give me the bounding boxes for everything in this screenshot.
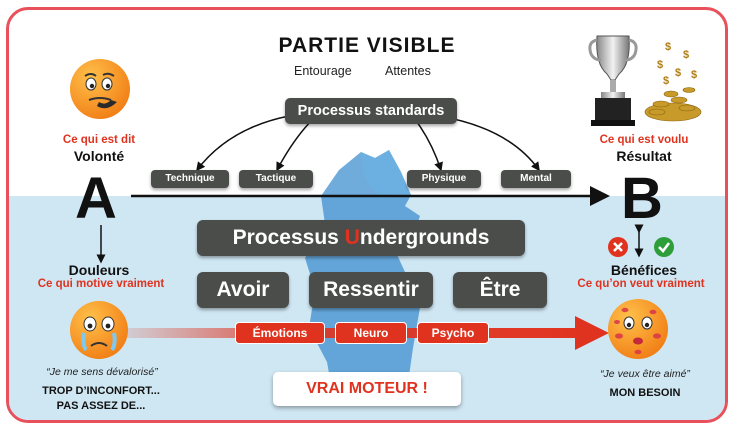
page-title: PARTIE VISIBLE — [278, 34, 456, 57]
motor-step-psycho: Psycho — [417, 322, 489, 344]
right-want-prefix: Ce qu’on veut — [577, 278, 657, 290]
cross-icon — [607, 236, 629, 263]
left-douleurs-label: Douleurs — [68, 262, 130, 278]
left-caps-line2: PAS ASSEZ DE... — [56, 400, 146, 412]
pillar-ressentir: Ressentir — [309, 272, 433, 308]
right-caps-line1: MON BESOIN — [609, 387, 681, 399]
face-kiss-icon — [605, 296, 671, 367]
right-benefices-label: Bénéfices — [610, 262, 678, 278]
svg-text:$: $ — [657, 59, 663, 71]
point-b-letter: B — [621, 166, 663, 231]
underground-letter: U — [344, 226, 360, 249]
category-technique: Technique — [151, 170, 229, 188]
diagram-frame: PARTIE VISIBLE Entourage Attentes Proces… — [6, 7, 728, 423]
right-wanted-label: Ce qui est voulu — [599, 134, 689, 146]
left-said-label: Ce qui est dit — [62, 134, 136, 146]
left-motive-label: Ce qui motive vraiment — [13, 278, 189, 290]
processus-standards-box: Processus standards — [285, 98, 457, 124]
processus-undergrounds-box: Processus Undergrounds — [197, 220, 525, 256]
motor-step-neuro: Neuro — [335, 322, 407, 344]
check-icon — [653, 236, 675, 263]
category-mental: Mental — [501, 170, 571, 188]
left-motive-emphasis: vraiment — [116, 278, 165, 290]
left-volonte-label: Volonté — [73, 148, 125, 164]
category-tactique: Tactique — [239, 170, 313, 188]
money-icon: $$$ $$$ — [643, 38, 703, 129]
underground-post: ndergrounds — [359, 226, 490, 249]
pillar-etre: Être — [453, 272, 547, 308]
right-resultat-label: Résultat — [616, 148, 672, 164]
category-physique: Physique — [407, 170, 481, 188]
left-quote: “Je me sens dévalorisé” — [46, 366, 158, 378]
svg-text:$: $ — [691, 69, 697, 81]
motor-step-emotions: Émotions — [235, 322, 325, 344]
left-motive-prefix: Ce qui motive — [37, 278, 117, 290]
point-a-letter: A — [75, 166, 117, 231]
right-quote: “Je veux être aimé” — [600, 368, 690, 380]
face-thinking-icon — [67, 56, 133, 127]
svg-text:$: $ — [675, 67, 681, 79]
subtitle-entourage: Entourage — [294, 64, 352, 78]
left-caps-line1: TROP D’INCONFORT... — [42, 385, 160, 397]
svg-text:$: $ — [663, 75, 669, 87]
subtitle-attentes: Attentes — [385, 64, 431, 78]
underground-pre: Processus — [232, 226, 345, 249]
svg-text:$: $ — [683, 49, 689, 61]
svg-text:$: $ — [665, 41, 671, 53]
right-want-label: Ce qu’on veut vraiment — [557, 278, 725, 290]
right-want-emphasis: vraiment — [656, 278, 705, 290]
pillar-avoir: Avoir — [197, 272, 289, 308]
vrai-moteur-label: VRAI MOTEUR ! — [273, 372, 461, 406]
face-crying-icon — [67, 298, 131, 367]
trophy-icon — [585, 30, 641, 133]
